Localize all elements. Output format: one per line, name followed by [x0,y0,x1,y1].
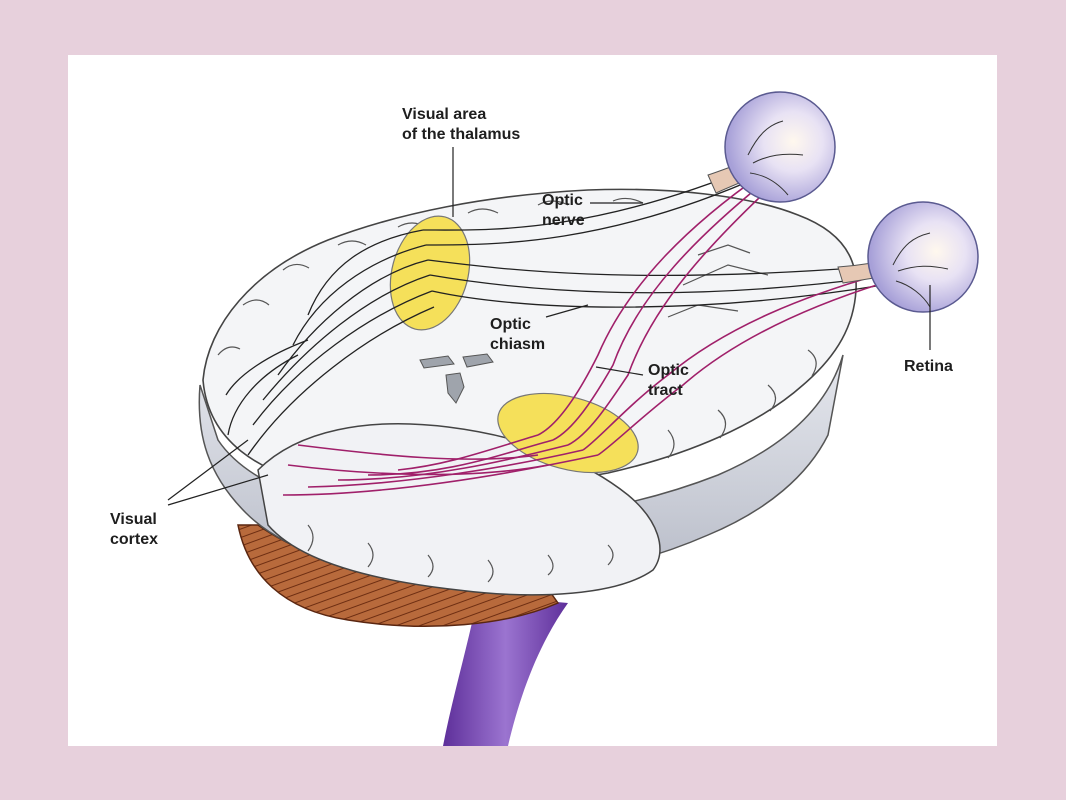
label-line: nerve [542,212,585,229]
retina-lines [747,120,949,308]
label-line: chiasm [490,336,546,353]
label-optic-tract: Optic tract [648,361,689,401]
label-line: Optic [648,362,689,379]
label-optic-chiasm: Optic chiasm [490,315,545,355]
label-line: Visual [110,511,157,528]
eyeball-right [867,201,979,313]
label-retina: Retina [904,357,953,377]
optic-tract-fibers [282,169,884,496]
gyri-outline [217,197,817,583]
label-optic-nerve: Optic nerve [542,191,585,231]
slide-canvas: Visual area of the thalamus Optic nerve … [68,55,997,746]
label-visual-cortex: Visual cortex [110,510,158,550]
ventricles [419,353,494,404]
label-line: Retina [904,358,953,375]
black-fibers [225,164,884,456]
label-line: Visual area [402,106,487,123]
eyeball-left [724,91,836,203]
brainstem [443,595,568,746]
label-visual-area-thalamus: Visual area of the thalamus [402,105,520,145]
label-line: Optic [542,192,583,209]
visual-pathway-diagram [167,91,979,746]
label-line: Optic [490,316,531,333]
label-line: tract [648,382,683,399]
label-line: of the thalamus [402,126,521,143]
leader-lines [167,147,931,506]
label-line: cortex [110,531,159,548]
